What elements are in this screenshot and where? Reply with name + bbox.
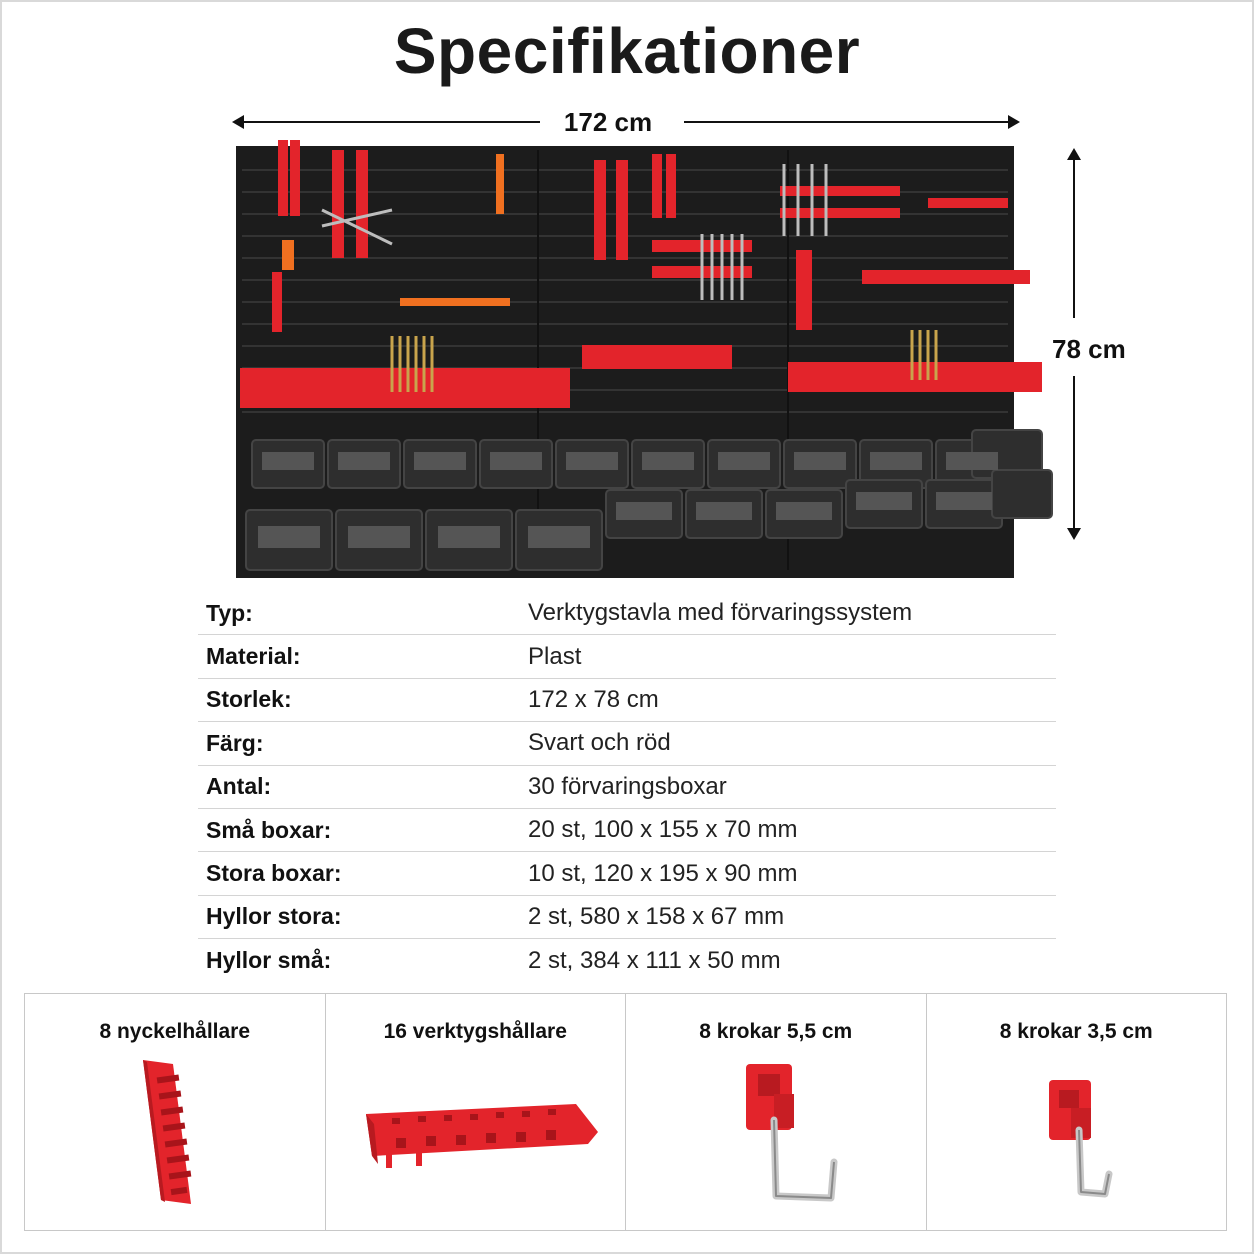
- accessory-label: 8 krokar 3,5 cm: [999, 1020, 1153, 1043]
- spec-value: 2 st, 580 x 158 x 67 mm: [528, 902, 785, 930]
- arrow-left-icon: [232, 115, 244, 129]
- spec-value: 10 st, 120 x 195 x 90 mm: [528, 859, 798, 887]
- spec-value: Svart och röd: [528, 729, 671, 757]
- spec-key: Små boxar:: [206, 816, 332, 843]
- spec-key: Storlek:: [206, 686, 292, 713]
- spec-value: Plast: [528, 642, 582, 670]
- width-label: 172 cm: [563, 107, 653, 137]
- spec-key: Hyllor små:: [206, 947, 332, 974]
- spec-row-color: Färg: Svart och röd: [198, 722, 1056, 766]
- accessory-wrench-holder: 8 nyckelhållare: [25, 994, 326, 1230]
- spec-value: 172 x 78 cm: [528, 685, 659, 713]
- spec-value: 2 st, 384 x 111 x 50 mm: [528, 946, 781, 974]
- accessory-label: 8 krokar 5,5 cm: [699, 1020, 853, 1043]
- spec-row-material: Material: Plast: [198, 635, 1056, 679]
- arrow-up-icon: [1067, 148, 1081, 160]
- spec-key: Stora boxar:: [206, 860, 342, 887]
- spec-row-count: Antal: 30 förvaringsboxar: [198, 766, 1056, 809]
- accessory-hook-small: 8 krokar 3,5 cm: [927, 994, 1227, 1230]
- spec-value: 20 st, 100 x 155 x 70 mm: [528, 816, 798, 844]
- arrow-down-icon: [1067, 528, 1081, 540]
- spec-row-small-boxes: Små boxar: 20 st, 100 x 155 x 70 mm: [198, 809, 1056, 853]
- page-title: Specifikationer: [393, 15, 861, 87]
- spec-row-small-shelves: Hyllor små: 2 st, 384 x 111 x 50 mm: [198, 939, 1056, 982]
- spec-key: Antal:: [206, 773, 272, 800]
- spec-value: Verktygstavla med förvaringssystem: [528, 599, 913, 627]
- width-dimension: 172 cm: [232, 104, 1020, 140]
- spec-row-large-boxes: Stora boxar: 10 st, 120 x 195 x 90 mm: [198, 852, 1056, 896]
- tool-wall-image: [236, 140, 1053, 578]
- height-label: 78 cm: [1052, 334, 1126, 364]
- spec-row-large-shelves: Hyllor stora: 2 st, 580 x 158 x 67 mm: [198, 896, 1056, 940]
- spec-table: Typ: Verktygstavla med förvaringssystem …: [198, 592, 1056, 983]
- accessory-label: 16 verktygshållare: [383, 1020, 567, 1043]
- accessory-tool-holder: 16 verktygshållare: [326, 994, 626, 1230]
- height-dimension: 78 cm: [1040, 148, 1150, 540]
- spec-key: Typ:: [206, 599, 253, 626]
- accessory-label: 8 nyckelhållare: [99, 1020, 251, 1043]
- spec-key: Hyllor stora:: [206, 903, 342, 930]
- wrench-holder-icon: [143, 1060, 192, 1204]
- spec-value: 30 förvaringsboxar: [528, 772, 727, 800]
- hook-small-icon: [1048, 1080, 1112, 1198]
- spec-key: Material:: [206, 643, 301, 670]
- spec-row-type: Typ: Verktygstavla med förvaringssystem: [198, 592, 1056, 636]
- hook-large-icon: [746, 1064, 838, 1202]
- spec-row-size: Storlek: 172 x 78 cm: [198, 679, 1056, 723]
- accessories-grid: 8 nyckelhållare 16 verktygshållare: [24, 993, 1227, 1231]
- accessory-hook-large: 8 krokar 5,5 cm: [626, 994, 927, 1230]
- arrow-right-icon: [1008, 115, 1020, 129]
- tool-holder-icon: [365, 1104, 598, 1168]
- spec-key: Färg:: [206, 729, 264, 756]
